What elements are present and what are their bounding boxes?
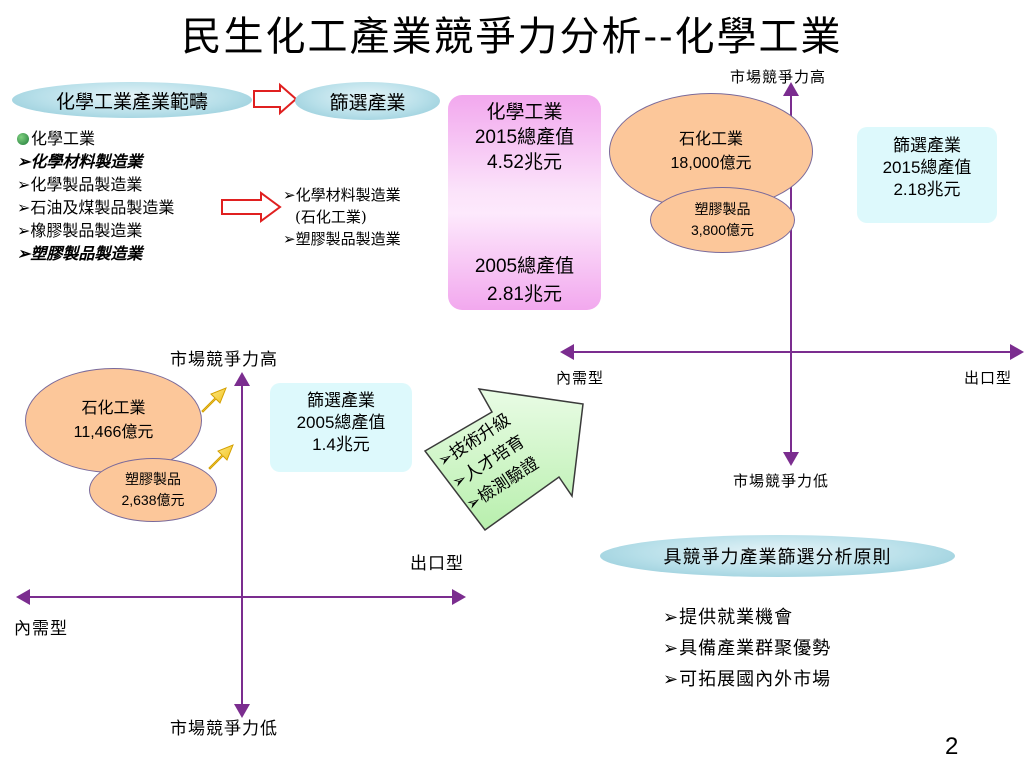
plastic-growth-yellow-arrow [208,444,234,470]
criteria-list: ➢提供就業機會 ➢具備產業群聚優勢 ➢可拓展國內外市場 [663,602,831,695]
petro-2005-name: 石化工業 [81,398,146,417]
list-item: ➢橡膠製品製造業 [17,221,143,240]
petro-2015-name: 石化工業 [678,129,743,148]
list-item: ➢化學材料製造業 [17,152,143,171]
axis-2005-top-label: 市場競爭力高 [170,350,278,370]
plastic-2015-name: 塑膠製品 [694,201,751,218]
screened-2005-title: 篩選產業 [307,391,375,411]
list-item: ➢提供就業機會 [663,607,794,628]
axis-2015-top-label: 市場競爭力高 [730,68,827,86]
globe-icon [17,133,29,145]
petro-2015-value: 18,000億元 [670,153,752,172]
list-item: ➢化學製品製造業 [17,175,143,194]
selected-list: ➢化學材料製造業 (石化工業) ➢塑膠製品製造業 [283,184,401,250]
plastic-2015-value: 3,800億元 [690,221,755,239]
plastic-2005-name: 塑膠製品 [125,471,181,488]
list-item: ➢塑膠製品製造業 [17,244,143,263]
list-item: ➢石油及煤製品製造業 [17,198,175,217]
axis-2005-right-label: 出口型 [410,554,464,574]
axis-2015-right-label: 出口型 [964,369,1013,387]
list-item: ➢化學材料製造業 [283,186,401,204]
page-title: 民生化工產業競爭力分析--化學工業 [181,14,843,60]
screen-pill: 篩選產業 [295,82,440,120]
list-item: ➢塑膠製品製造業 [283,230,401,248]
screened-2015-line: 2015總產值 [882,158,972,178]
page-number: 2 [945,733,959,760]
screened-2005-line: 2005總產值 [296,413,386,433]
plastic-2005-value: 2,638億元 [121,491,185,509]
chem-box-2015-value: 4.52兆元 [487,151,562,173]
list-to-selected-arrow [221,191,282,223]
industry-list: 化學工業 ➢化學材料製造業 ➢化學製品製造業 ➢石油及煤製品製造業 ➢橡膠製品製… [17,127,174,265]
list-item-sub: (石化工業) [295,208,367,226]
screened-2015-value: 2.18兆元 [893,180,961,200]
screened-2005-value: 1.4兆元 [312,435,370,455]
screened-2005-box: 篩選產業 2005總產值 1.4兆元 [270,383,412,472]
chem-box-2015-line: 2015總產值 [474,126,575,148]
list-item: ➢具備產業群聚優勢 [663,638,832,659]
chem-box-name: 化學工業 [486,101,563,123]
chem-box-2005-value: 2.81兆元 [487,283,562,305]
list-item: ➢可拓展國內外市場 [663,669,832,690]
plastic-2015-ellipse: 塑膠製品 3,800億元 [650,187,795,253]
chem-industry-box: 化學工業 2015總產值 4.52兆元 2005總產值 2.81兆元 [448,95,601,310]
chem-box-2005-line: 2005總產值 [474,255,575,277]
petro-2005-ellipse: 石化工業 11,466億元 [25,368,202,473]
plastic-2005-ellipse: 塑膠製品 2,638億元 [89,458,217,522]
screened-2015-title: 篩選產業 [893,136,961,156]
petro-growth-yellow-arrow [201,387,227,413]
petro-2005-value: 11,466億元 [73,422,154,441]
scope-pill: 化學工業產業範疇 [12,82,252,118]
axis-2005-bottom-label: 市場競爭力低 [170,719,278,739]
axis-2015-bottom-label: 市場競爭力低 [733,472,830,490]
criteria-pill: 具競爭力產業篩選分析原則 [600,535,955,577]
scope-to-screen-arrow [253,82,298,116]
industry-list-header: 化學工業 [17,127,174,150]
upgrade-big-arrow [423,388,584,532]
screened-2015-box: 篩選產業 2015總產值 2.18兆元 [857,127,997,223]
axis-2015-left-label: 內需型 [556,369,605,387]
axis-2005-left-label: 內需型 [14,619,68,639]
